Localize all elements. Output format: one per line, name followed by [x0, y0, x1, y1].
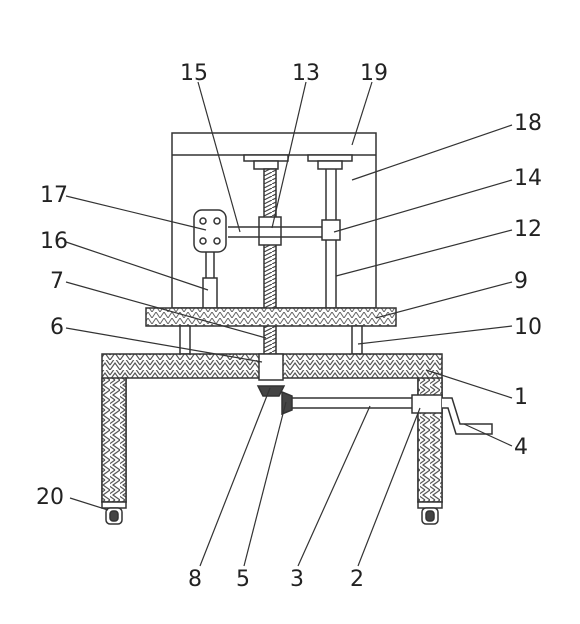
label-4: 4 [514, 435, 528, 460]
label-18: 18 [514, 111, 542, 136]
bolt-4 [213, 237, 221, 245]
bearing-cap-right [307, 154, 353, 162]
mounting-plate [193, 209, 227, 253]
label-14: 14 [514, 166, 542, 191]
bolt-1 [199, 217, 207, 225]
label-8: 8 [188, 567, 202, 592]
label-12: 12 [514, 217, 542, 242]
guide-slider [321, 219, 341, 241]
threaded-screw [263, 168, 277, 375]
label-10: 10 [514, 315, 542, 340]
support-leg-right [351, 325, 363, 355]
label-7: 7 [50, 269, 64, 294]
label-15: 15 [180, 61, 208, 86]
post-block [202, 277, 218, 309]
worktable-plate [145, 307, 397, 327]
label-3: 3 [290, 567, 304, 592]
screw-nut [258, 216, 282, 246]
label-19: 19 [360, 61, 388, 86]
caster-right [417, 501, 443, 525]
label-5: 5 [236, 567, 250, 592]
caster-left [101, 501, 127, 525]
leader-lines [65, 81, 513, 567]
label-17: 17 [40, 183, 68, 208]
bolt-2 [213, 217, 221, 225]
label-20: 20 [36, 485, 64, 510]
bearing-cap-left [243, 154, 289, 162]
bearing-block-right [317, 160, 343, 170]
base-leg-left [101, 377, 127, 503]
bearing-block-left [253, 160, 279, 170]
shaft-bearing [411, 394, 443, 414]
label-1: 1 [514, 385, 528, 410]
crank-handle [442, 397, 493, 435]
coupling-block [258, 353, 284, 381]
label-6: 6 [50, 315, 64, 340]
label-9: 9 [514, 269, 528, 294]
bolt-3 [199, 237, 207, 245]
label-2: 2 [350, 567, 364, 592]
label-13: 13 [292, 61, 320, 86]
label-16: 16 [40, 229, 68, 254]
bevel-gear-vertical [256, 385, 286, 397]
